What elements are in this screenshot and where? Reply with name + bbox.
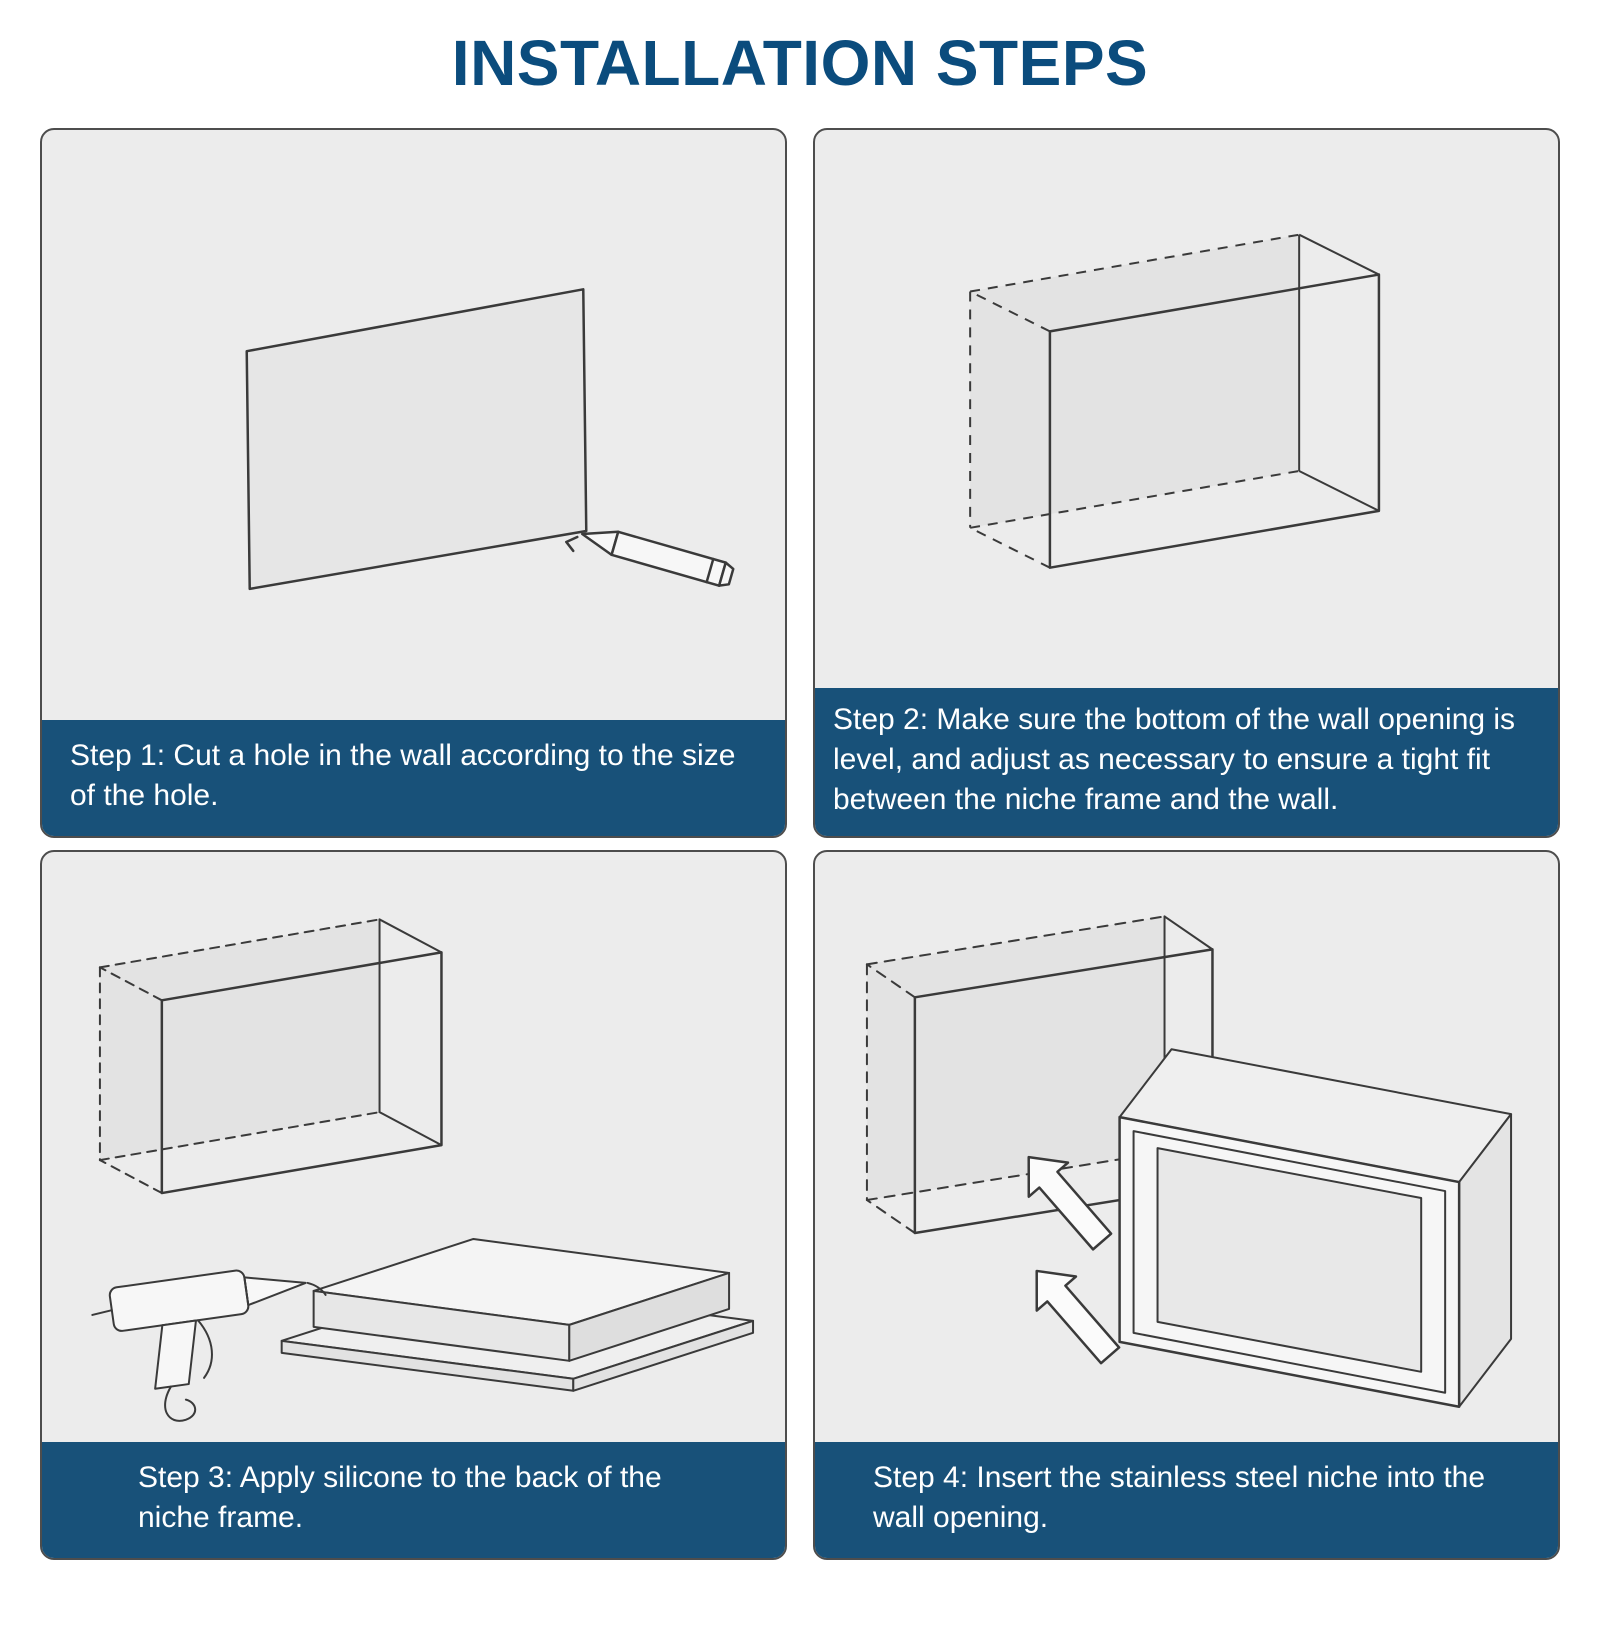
caulk-gun-icon: [91, 1269, 307, 1422]
insert-arrow-icon: [1027, 1155, 1113, 1251]
step4-caption: Step 4: Insert the stainless steel niche…: [815, 1442, 1558, 1558]
step3-caption: Step 3: Apply silicone to the back of th…: [42, 1442, 785, 1558]
wall-panel-shape: [245, 288, 588, 591]
pencil-marking-wall-illustration: [245, 288, 735, 591]
step1-illustration: [42, 130, 785, 720]
step4-illustration: [815, 852, 1558, 1442]
pencil-icon: [581, 530, 735, 587]
steps-grid: Step 1: Cut a hole in the wall according…: [0, 128, 1600, 1560]
wall-opening-wireframe: [98, 918, 443, 1195]
step3-illustration: [42, 852, 785, 1442]
step1-caption: Step 1: Cut a hole in the wall according…: [42, 720, 785, 836]
step2-caption: Step 2: Make sure the bottom of the wall…: [815, 688, 1558, 836]
niche-insertion-illustration: [865, 915, 1513, 1409]
wall-opening-wireframe: [865, 915, 1214, 1235]
insert-arrow-icon: [1035, 1269, 1121, 1365]
opening-front-frame: [1048, 273, 1381, 569]
silicone-bead: [306, 1281, 327, 1296]
step-panel-2: Step 2: Make sure the bottom of the wall…: [813, 128, 1560, 838]
step-panel-4: Step 4: Insert the stainless steel niche…: [813, 850, 1560, 1560]
opening-back-wall: [970, 234, 1300, 528]
page-title: INSTALLATION STEPS: [451, 27, 1149, 99]
niche-frame-back-side: [280, 1237, 755, 1392]
wall-opening-box-illustration: [969, 233, 1381, 569]
installation-steps-page: INSTALLATION STEPS: [0, 26, 1600, 1560]
step-panel-3: Step 3: Apply silicone to the back of th…: [40, 850, 787, 1560]
silicone-application-illustration: [91, 918, 755, 1422]
stainless-niche-box: [1118, 1048, 1513, 1409]
step-panel-1: Step 1: Cut a hole in the wall according…: [40, 128, 787, 838]
step2-illustration: [815, 130, 1558, 688]
pencil-mark: [565, 535, 579, 553]
